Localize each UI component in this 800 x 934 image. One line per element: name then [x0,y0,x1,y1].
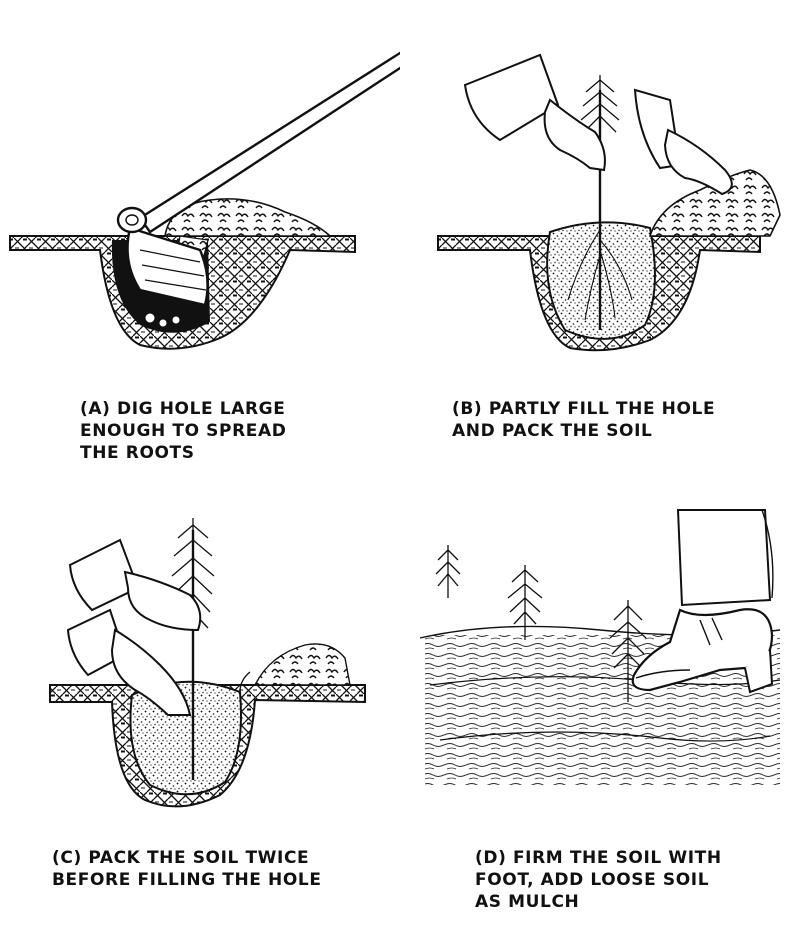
step-c-panel: (C) PACK THE SOIL TWICE BEFORE FILLING T… [0,470,400,934]
caption-line: (A) DIG HOLE LARGE [80,399,286,419]
step-d-caption: (D) FIRM THE SOIL WITH FOOT, ADD LOOSE S… [475,847,722,913]
hoe-digging-illustration [9,51,400,350]
firm-soil-illustration [419,509,781,785]
caption-line: AS MULCH [475,892,580,912]
step-d-panel: (D) FIRM THE SOIL WITH FOOT, ADD LOOSE S… [400,470,800,934]
caption-line: AND PACK THE SOIL [452,421,653,441]
step-b-caption: (B) PARTLY FILL THE HOLE AND PACK THE SO… [452,398,715,442]
caption-line: BEFORE FILLING THE HOLE [52,870,322,890]
step-a-caption: (A) DIG HOLE LARGE ENOUGH TO SPREAD THE … [80,398,286,464]
caption-line: (D) FIRM THE SOIL WITH [475,848,722,868]
pack-soil-illustration [49,518,366,808]
caption-line: ENOUGH TO SPREAD [80,421,287,441]
caption-line: (C) PACK THE SOIL TWICE [52,848,310,868]
fill-hole-illustration [437,53,781,352]
caption-line: (B) PARTLY FILL THE HOLE [452,399,716,419]
step-b-panel: (B) PARTLY FILL THE HOLE AND PACK THE SO… [400,0,800,470]
step-a-panel: (A) DIG HOLE LARGE ENOUGH TO SPREAD THE … [0,0,400,470]
caption-line: FOOT, ADD LOOSE SOIL [475,870,710,890]
caption-line: THE ROOTS [80,443,195,463]
step-c-caption: (C) PACK THE SOIL TWICE BEFORE FILLING T… [52,847,322,891]
